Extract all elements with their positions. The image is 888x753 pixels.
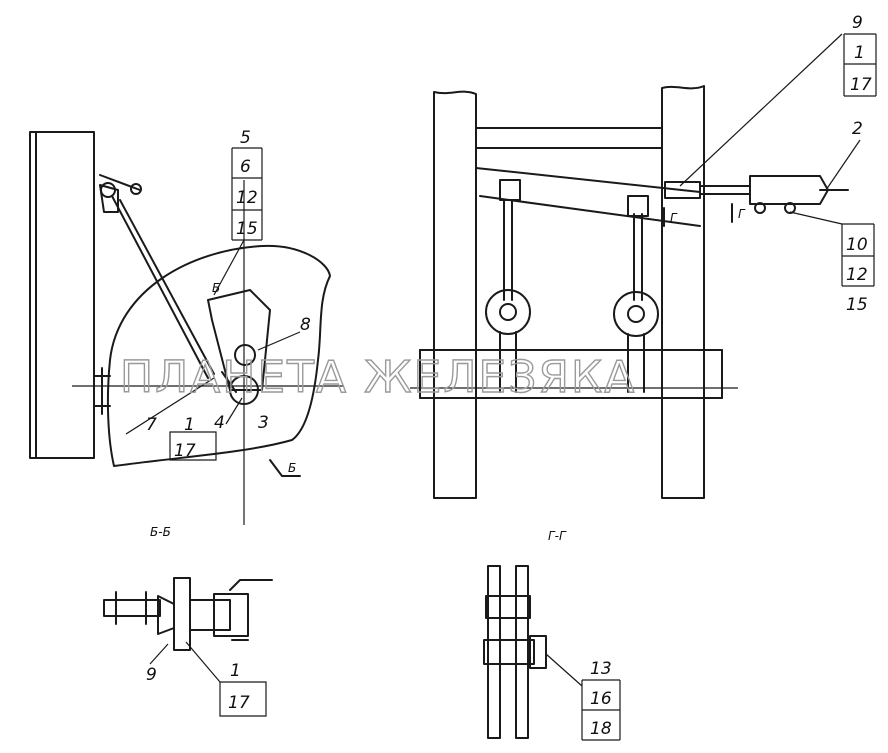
- callout-1-top: 1: [854, 43, 865, 63]
- callout-13: 13: [590, 659, 612, 679]
- callout-9-detail: 9: [146, 665, 157, 685]
- callout-15: 15: [236, 219, 258, 239]
- callout-4: 4: [214, 413, 225, 433]
- detail-right: [483, 565, 583, 739]
- callout-1-detail: 1: [230, 661, 241, 681]
- left-bottom-labels: 7 1 17 4 3: [146, 413, 269, 461]
- section-mark-left: Б: [212, 281, 220, 295]
- view-caption-right: Г-Г: [548, 529, 567, 543]
- right-top-labels: 9 1 17: [850, 13, 872, 95]
- callout-10: 10: [846, 235, 868, 255]
- view-caption-left: Б-Б: [150, 525, 171, 539]
- section-arrow-f2: Г: [738, 207, 746, 221]
- callout-16: 16: [590, 689, 612, 709]
- callout-5: 5: [240, 128, 251, 148]
- callout-9: 9: [852, 13, 863, 33]
- callout-17-top: 17: [850, 75, 872, 95]
- callout-6: 6: [240, 157, 251, 177]
- callout-17: 17: [174, 441, 196, 461]
- callout-12: 12: [236, 188, 258, 208]
- section-arrow-f1: Г: [670, 211, 678, 225]
- left-view: [29, 131, 344, 525]
- callout-17-detail: 17: [228, 693, 250, 713]
- callout-2: 2: [852, 119, 863, 139]
- detail-right-labels: 13 16 18: [590, 659, 612, 739]
- right-view: [410, 33, 861, 499]
- callout-18: 18: [590, 719, 612, 739]
- left-stack-labels: 5 6 12 15: [236, 128, 258, 239]
- detail-left-labels: 9 1 17: [146, 661, 250, 713]
- right-side-labels: 10 12 15: [846, 235, 868, 315]
- callout-3: 3: [258, 413, 269, 433]
- callout-7: 7: [146, 415, 157, 435]
- callout-boxes: [169, 33, 877, 741]
- watermark: ПЛАНЕТА ЖЕЛЕЗЯКА: [120, 352, 636, 403]
- detail-left: [103, 577, 273, 683]
- callout-15-right: 15: [846, 295, 868, 315]
- callout-12-right: 12: [846, 265, 868, 285]
- section-arrow-b: Б: [288, 461, 296, 475]
- callout-1: 1: [184, 415, 195, 435]
- callout-8: 8: [300, 315, 311, 335]
